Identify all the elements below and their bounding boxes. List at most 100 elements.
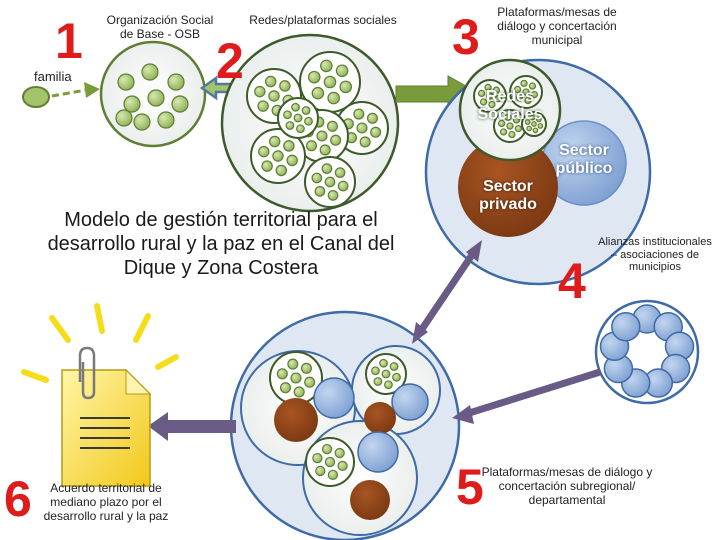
- redes-subcluster-dot: [371, 127, 381, 137]
- municipal-subcluster-dot: [515, 126, 521, 132]
- subregional-redes-cluster-dot: [313, 454, 322, 463]
- redes-subcluster-dot: [328, 121, 338, 131]
- osb-member-dot: [124, 96, 140, 112]
- sector-privado-label: Sector privado: [466, 178, 550, 215]
- osb-label: Organización Social de Base - OSB: [104, 14, 216, 42]
- municipal-subcluster-dot: [509, 132, 515, 138]
- subregional-redes-cluster-dot: [338, 461, 347, 470]
- subregional-redes-cluster-dot: [372, 367, 380, 375]
- redes-cluster: [222, 35, 398, 211]
- redes-subcluster-dot: [273, 151, 283, 161]
- redes-subcluster-dot: [269, 91, 279, 101]
- subregional-redes-cluster-dot: [294, 387, 304, 397]
- redes-subcluster-dot: [328, 191, 338, 201]
- subregional-to-acuerdo-arrow: [148, 412, 236, 441]
- subregional-platform: [231, 312, 459, 540]
- subregional-redes-cluster-dot: [374, 378, 382, 386]
- redes-subcluster-dot: [354, 109, 364, 119]
- acuerdo-idea-rays: [24, 306, 176, 380]
- redes-subcluster-dot: [320, 145, 330, 155]
- redes-subcluster-dot: [292, 103, 300, 111]
- subregional-redes-cluster-dot: [288, 359, 298, 369]
- osb-member-dot: [142, 64, 158, 80]
- step-number-1: 1: [55, 16, 83, 66]
- redes-subcluster-dot: [297, 125, 305, 133]
- osb-circle: [101, 42, 205, 146]
- redes-subcluster-dot: [321, 60, 332, 71]
- subregional-redes-cluster-dot: [393, 373, 401, 381]
- subregional-redes-cluster-dot: [291, 373, 301, 383]
- redes-subcluster-dot: [335, 168, 345, 178]
- familia-node: [23, 87, 49, 107]
- subregional-redes-cluster-dot: [305, 377, 315, 387]
- subregional-redes-cluster-dot: [323, 445, 332, 454]
- redes-subcluster-dot: [287, 155, 297, 165]
- subregional-publico-circle: [314, 378, 354, 418]
- redes-subcluster-dot: [305, 117, 313, 125]
- redes-subcluster-dot: [357, 123, 367, 133]
- redes-subcluster-dot: [336, 65, 347, 76]
- osb-member-dot: [168, 74, 184, 90]
- redes-subcluster-dot: [284, 111, 292, 119]
- redes-subcluster-dot: [284, 141, 294, 151]
- municipal-subcluster-dot: [521, 80, 527, 86]
- subregional-privado-circle: [350, 480, 390, 520]
- redes-subcluster-dot: [276, 165, 286, 175]
- redes-subcluster-dot: [259, 146, 269, 156]
- redes-subcluster-dot: [340, 81, 351, 92]
- plataformas-municipal-label: Plataformas/mesas de diálogo y concertac…: [478, 6, 636, 47]
- subregional-redes-cluster-dot: [385, 381, 393, 389]
- subregional-redes-cluster-dot: [277, 369, 287, 379]
- osb-member-dot: [148, 90, 164, 106]
- redes-subcluster-dot: [322, 164, 332, 174]
- subregional-redes-cluster-dot: [390, 363, 398, 371]
- acuerdo-label: Acuerdo territorial de mediano plazo por…: [36, 482, 176, 523]
- municipal-subcluster-dot: [501, 129, 507, 135]
- redes-subcluster-dot: [286, 122, 294, 130]
- subregional-redes-cluster-dot: [382, 370, 390, 378]
- acuerdo-document-icon: [62, 348, 150, 486]
- step-number-6: 6: [4, 474, 32, 524]
- redes-subcluster-dot: [338, 181, 348, 191]
- redes-subcluster-dot: [266, 76, 276, 86]
- redes-subcluster-dot: [317, 131, 327, 141]
- osb-member-dot: [158, 112, 174, 128]
- subregional-redes-cluster-dot: [302, 363, 312, 373]
- plataformas-subregional-label: Plataformas/mesas de diálogo y concertac…: [480, 466, 654, 507]
- redes-subcluster-dot: [312, 88, 323, 99]
- step-number-4: 4: [558, 256, 586, 306]
- subregional-publico-circle: [392, 384, 428, 420]
- subregional-publico-circle: [358, 432, 398, 472]
- redes-subcluster-dot: [331, 135, 341, 145]
- osb-member-dot: [116, 110, 132, 126]
- subregional-redes-cluster-dot: [281, 383, 291, 393]
- redes-subcluster-dot: [324, 76, 335, 87]
- redes-subcluster-dot: [315, 187, 325, 197]
- redes-subcluster-dot: [325, 177, 335, 187]
- redes-subcluster-dot: [360, 137, 370, 147]
- osb-member-dot: [118, 74, 134, 90]
- redes-subcluster-dot: [307, 141, 317, 151]
- redes-subcluster-dot: [328, 92, 339, 103]
- subregional-redes-cluster-dot: [328, 470, 337, 479]
- redes-subcluster-dot: [368, 113, 378, 123]
- subregional-redes-cluster-dot: [316, 466, 325, 475]
- osb-member-dot: [134, 114, 150, 130]
- subregional-privado-circle: [274, 398, 318, 442]
- redes-subcluster-dot: [294, 114, 302, 122]
- step-number-3: 3: [452, 12, 480, 62]
- alianzas-ring: [596, 301, 698, 403]
- municipal-subcluster-dot: [527, 126, 532, 131]
- page-title: Modelo de gestión territorial para el de…: [26, 208, 416, 280]
- subregional-redes-cluster-dot: [380, 359, 388, 367]
- sector-publico-label: Sector público: [542, 142, 626, 179]
- subregional-redes-cluster-dot: [335, 448, 344, 457]
- redes-subcluster-dot: [262, 161, 272, 171]
- redes-sociales-label: Redes Sociales: [468, 88, 552, 125]
- redes-subcluster-dot: [280, 81, 290, 91]
- redes-subcluster-dot: [270, 136, 280, 146]
- municipal-subregional-double-arrow: [412, 240, 482, 344]
- municipal-subcluster-dot: [533, 128, 538, 133]
- redes-subcluster-dot: [255, 86, 265, 96]
